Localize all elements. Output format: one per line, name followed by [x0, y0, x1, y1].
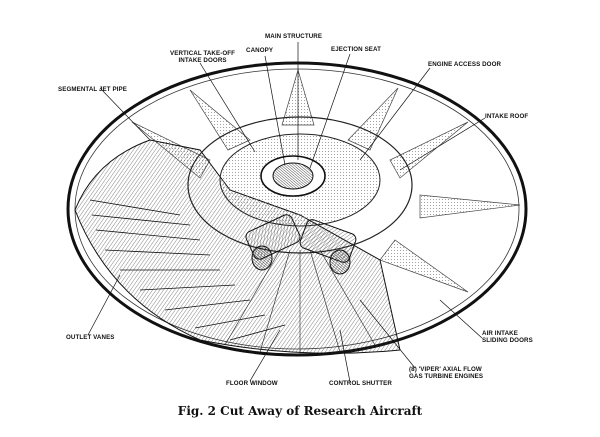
label-segmental-jet-pipe: SEGMENTAL JET PIPE [58, 86, 127, 93]
label-viper-engines: (8) 'VIPER' AXIAL FLOW GAS TURBINE ENGIN… [409, 366, 483, 380]
label-control-shutter: CONTROL SHUTTER [329, 380, 392, 387]
label-outlet-vanes: OUTLET VANES [66, 334, 115, 341]
label-ejection-seat: EJECTION SEAT [331, 46, 382, 53]
label-intake-roof: INTAKE ROOF [485, 113, 529, 120]
label-vertical-take-off: VERTICAL TAKE-OFF INTAKE DOORS [170, 50, 235, 64]
canopy-dome [272, 162, 314, 190]
label-air-intake-line2: SLIDING DOORS [482, 337, 533, 345]
label-floor-window: FLOOR WINDOW [226, 380, 278, 387]
leader-lines [87, 42, 486, 383]
label-engine-access-door: ENGINE ACCESS DOOR [428, 61, 502, 68]
label-canopy: CANOPY [246, 47, 274, 54]
label-air-intake-line1: AIR INTAKE [482, 330, 518, 337]
label-vertical-take-off-line1: VERTICAL TAKE-OFF [170, 50, 236, 57]
label-vertical-take-off-line2: INTAKE DOORS [178, 57, 227, 65]
label-viper-line1: (8) 'VIPER' AXIAL FLOW [409, 366, 482, 373]
outlet-vane-lines [224, 249, 376, 355]
label-main-structure: MAIN STRUCTURE [265, 33, 323, 40]
label-air-intake-sliding-doors: AIR INTAKE SLIDING DOORS [482, 330, 533, 344]
cutaway-section [74, 139, 401, 354]
jet-pipe-segments [89, 199, 286, 341]
viper-engines [245, 214, 357, 275]
centre-hub-outer [187, 116, 413, 254]
label-viper-line2: GAS TURBINE ENGINES [409, 373, 484, 381]
figure-caption: Fig. 2 Cut Away of Research Aircraft [177, 404, 423, 418]
